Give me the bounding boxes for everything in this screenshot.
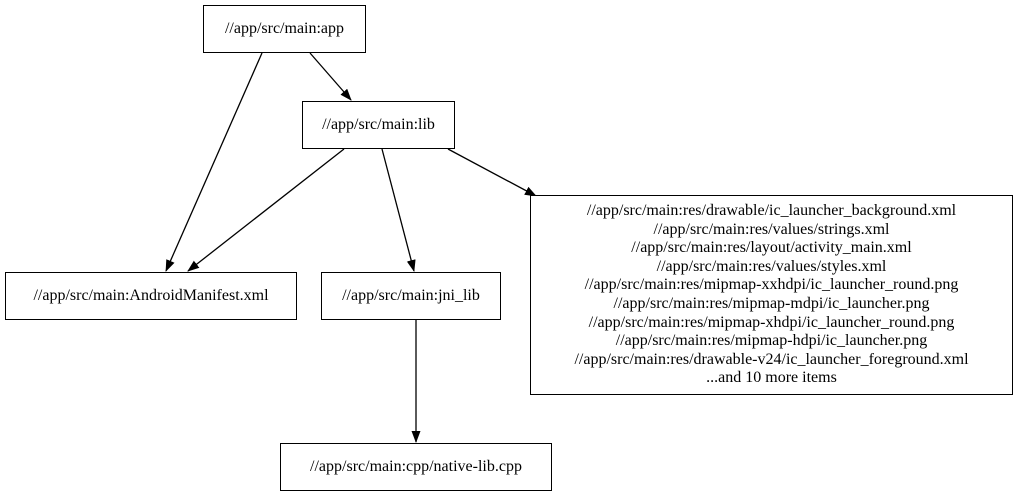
node-native-lib-cpp: //app/src/main:cpp/native-lib.cpp [280, 443, 552, 491]
edge-app-to-lib [309, 52, 352, 101]
res-group-line: //app/src/main:res/mipmap-hdpi/ic_launch… [615, 332, 928, 350]
res-group-line: //app/src/main:res/mipmap-xhdpi/ic_launc… [588, 313, 955, 331]
edge-app-to-manifest [165, 52, 263, 272]
res-group-line: //app/src/main:res/drawable-v24/ic_launc… [574, 350, 969, 368]
node-jni-lib-label: //app/src/main:jni_lib [342, 286, 480, 304]
node-app: //app/src/main:app [203, 5, 366, 53]
res-group-line: //app/src/main:res/layout/activity_main.… [631, 239, 912, 257]
res-group-line: //app/src/main:res/values/styles.xml [656, 257, 887, 275]
node-lib: //app/src/main:lib [302, 101, 455, 149]
node-res-group: //app/src/main:res/drawable/ic_launcher_… [530, 195, 1013, 395]
edge-lib-to-jni-lib [381, 148, 416, 272]
node-native-lib-cpp-label: //app/src/main:cpp/native-lib.cpp [310, 457, 522, 475]
res-group-line: //app/src/main:res/mipmap-xxhdpi/ic_laun… [584, 276, 959, 294]
node-app-label: //app/src/main:app [224, 19, 345, 37]
res-group-line: //app/src/main:res/drawable/ic_launcher_… [586, 202, 957, 220]
node-android-manifest: //app/src/main:AndroidManifest.xml [5, 272, 297, 320]
res-group-line: //app/src/main:res/values/strings.xml [653, 220, 890, 238]
node-android-manifest-label: //app/src/main:AndroidManifest.xml [33, 286, 269, 304]
node-jni-lib: //app/src/main:jni_lib [321, 272, 501, 320]
res-group-more-items: ...and 10 more items [706, 369, 837, 387]
edge-lib-to-manifest [187, 148, 345, 272]
node-lib-label: //app/src/main:lib [322, 115, 435, 133]
res-group-line: //app/src/main:res/mipmap-mdpi/ic_launch… [613, 295, 930, 312]
edge-lib-to-res-group [447, 148, 537, 197]
